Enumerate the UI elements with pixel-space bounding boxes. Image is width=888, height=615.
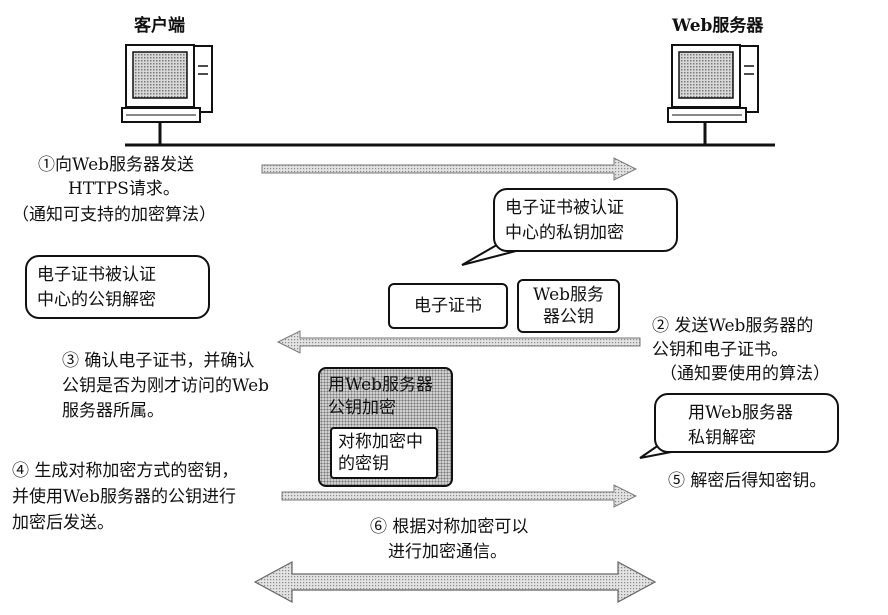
- bubble-server-private: 用Web服务器 私钥解密: [654, 393, 839, 453]
- step2-line2: 公钥和电子证书。: [652, 340, 788, 360]
- server-computer-icon: [667, 44, 759, 123]
- step5-line1: ⑤ 解密后得知密钥。: [668, 471, 827, 491]
- step3-line1: ③ 确认电子证书，并确认: [62, 351, 255, 371]
- step3-line2: 公钥是否为刚才访问的Web: [62, 376, 270, 396]
- step1-line2: HTTPS请求。: [68, 179, 180, 199]
- encrypted-package-line1: 用Web服务器: [328, 375, 434, 395]
- encrypted-package-line2: 公钥加密: [328, 398, 396, 418]
- step2-line3: （通知要使用的算法）: [660, 364, 830, 384]
- step6-line1: ⑥ 根据对称加密可以: [370, 517, 529, 537]
- server-pubkey-line2: 器公钥: [543, 307, 594, 327]
- client-computer-icon: [121, 44, 213, 123]
- certificate-label: 电子证书: [414, 296, 482, 316]
- server-pubkey-line1: Web服务: [532, 285, 605, 305]
- step3-line3: 服务器所属。: [62, 401, 164, 421]
- bubble-ca-public: 电子证书被认证 中心的公钥解密: [25, 255, 210, 319]
- arrow-request: [261, 157, 638, 181]
- bubble-server-private-line1: 用Web服务器: [688, 403, 794, 423]
- client-label: 客户端: [134, 16, 185, 36]
- symmetric-key-line1: 对称加密中: [338, 432, 423, 452]
- step2-line1: ② 发送Web服务器的: [652, 316, 814, 336]
- arrow-bidirectional: [253, 560, 657, 604]
- bubble-ca-private-line1: 电子证书被认证: [505, 198, 624, 218]
- encrypted-package: 用Web服务器 公钥加密 对称加密中 的密钥: [318, 367, 453, 487]
- step1-line1: ①向Web服务器发送: [38, 155, 195, 175]
- bubble-ca-public-line1: 电子证书被认证: [37, 265, 156, 285]
- server-pubkey-box: Web服务 器公钥: [517, 279, 620, 333]
- symmetric-key-line2: 的密钥: [338, 454, 389, 474]
- symmetric-key-box: 对称加密中 的密钥: [330, 427, 438, 479]
- arrow-response: [276, 330, 641, 354]
- server-label: Web服务器: [672, 16, 764, 36]
- step4-line2: 并使用Web服务器的公钥进行: [12, 487, 237, 507]
- bubble-server-private-line2: 私钥解密: [688, 428, 756, 448]
- step6-line2: 进行加密通信。: [388, 542, 507, 562]
- bubble-ca-private: 电子证书被认证 中心的私钥加密: [493, 188, 678, 252]
- arrow-send-key: [281, 484, 638, 508]
- step1-line3: （通知可支持的加密算法）: [12, 205, 216, 225]
- step4-line1: ④ 生成对称加密方式的密钥，: [12, 461, 239, 481]
- bubble-ca-private-line2: 中心的私钥加密: [505, 223, 624, 243]
- bubble-ca-public-line2: 中心的公钥解密: [37, 290, 156, 310]
- step4-line3: 加密后发送。: [12, 513, 114, 533]
- certificate-box: 电子证书: [388, 283, 508, 329]
